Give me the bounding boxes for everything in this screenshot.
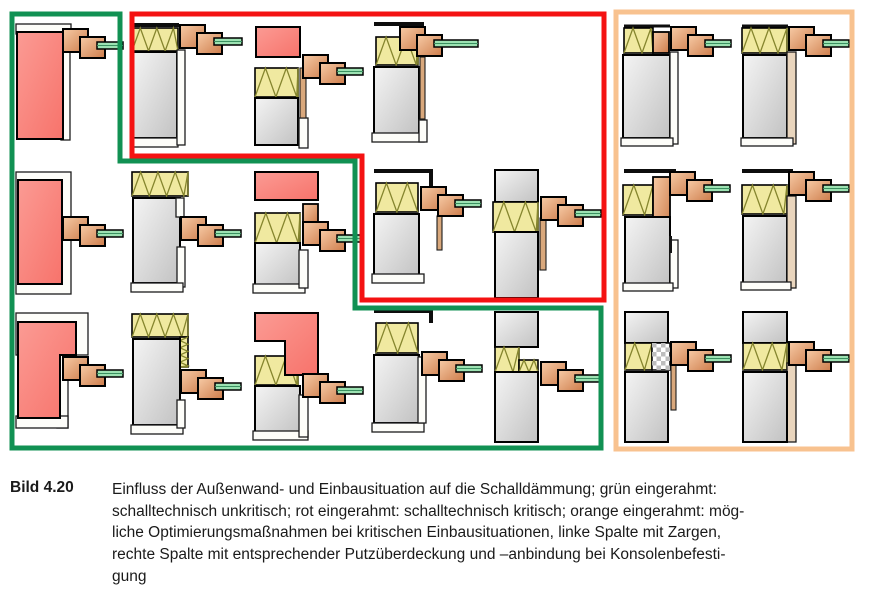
cell-r1c4 [371, 22, 479, 143]
cell-r1c3 [254, 26, 364, 149]
cell-o2-left [622, 169, 731, 292]
green-frame [9, 11, 604, 451]
wall-window-section-diagram [9, 9, 855, 452]
caption-line-3: liche Optimierungsmaßnahmen bei kritisch… [112, 524, 722, 542]
cell-o1-right [740, 24, 850, 147]
caption-line-2: schalltechnisch unkritisch; rot eingerah… [112, 502, 745, 520]
figure-caption-text: Einfluss der Außenwand- und Einbausituat… [112, 479, 854, 588]
cell-o1-left [620, 24, 732, 147]
figure-label: Bild 4.20 [10, 479, 74, 496]
red-frame [129, 11, 607, 303]
cell-r3c5 [494, 311, 602, 443]
cell-r2c1 [15, 171, 124, 295]
cell-r1c1 [15, 23, 124, 141]
cell-r3c2 [130, 312, 242, 435]
cell-r1c2 [131, 23, 243, 148]
orange-frame [613, 9, 855, 452]
cell-o2-right [740, 169, 850, 291]
cell-r2c2 [130, 170, 242, 293]
cell-o3-right [742, 311, 850, 443]
cell-r2c4 [371, 169, 482, 284]
cell-r3c3 [252, 312, 364, 441]
caption-line-1: Einfluss der Außenwand- und Einbausituat… [112, 481, 717, 498]
cell-r2c3 [252, 171, 364, 294]
caption-line-5: gung [112, 567, 147, 585]
cell-r3c4 [371, 309, 483, 433]
cell-r2c5 [492, 169, 602, 299]
cell-r3c1 [15, 312, 124, 429]
cell-o3-left [624, 311, 732, 443]
caption-line-4: rechte Spalte mit entsprechender Putzübe… [112, 546, 726, 564]
